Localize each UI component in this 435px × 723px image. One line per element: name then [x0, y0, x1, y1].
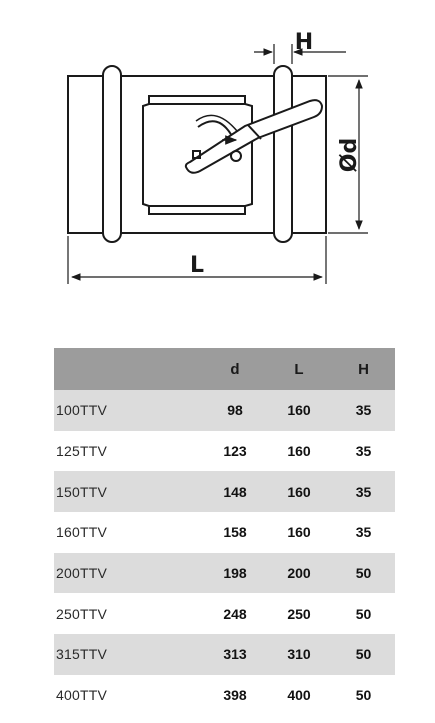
L-cell: 200 — [266, 552, 332, 594]
left-collar — [102, 65, 122, 243]
damper-technical-drawing: H Ød L — [0, 0, 435, 330]
header-H: H — [332, 348, 395, 390]
table-header-row: d L H — [54, 348, 395, 390]
header-L: L — [266, 348, 332, 390]
table-row: 125TTV 123 160 35 — [54, 431, 395, 472]
model-cell: 250TTV — [56, 605, 107, 622]
dimensions-table: d L H 100TTV 98 160 35 125TTV 123 160 35… — [54, 348, 395, 716]
d-cell: 248 — [223, 605, 247, 622]
L-cell: 160 — [266, 390, 332, 431]
H-cell: 50 — [332, 552, 395, 594]
model-cell: 100TTV — [54, 390, 204, 431]
d-cell: 313 — [204, 634, 266, 675]
model-cell: 315TTV — [54, 634, 204, 675]
d-cell: 98 — [204, 390, 266, 431]
actuator-housing — [142, 95, 253, 215]
L-cell: 250 — [287, 605, 311, 622]
header-d: d — [204, 348, 266, 390]
diameter-dimension-label: Ød — [337, 138, 362, 172]
L-cell: 310 — [266, 634, 332, 675]
d-cell: 148 — [204, 471, 266, 513]
H-cell: 50 — [355, 605, 372, 622]
L-cell: 160 — [287, 524, 311, 541]
H-cell: 50 — [332, 634, 395, 675]
table-row: 400TTV 398 400 50 — [54, 675, 395, 716]
header-model — [54, 348, 204, 390]
d-cell: 398 — [223, 687, 247, 704]
d-cell: 158 — [223, 524, 247, 541]
lever-arc — [197, 120, 233, 137]
L-cell: 400 — [287, 687, 311, 704]
handle-lever — [184, 99, 324, 174]
model-cell: 400TTV — [56, 687, 107, 704]
table-row: 250TTV 248 250 50 — [54, 593, 395, 634]
H-cell: 35 — [332, 390, 395, 431]
H-cell: 35 — [355, 443, 372, 460]
table-row: 150TTV 148 160 35 — [54, 471, 395, 513]
model-cell: 125TTV — [56, 443, 107, 460]
damper-drawing-svg: H Ød L — [67, 30, 368, 284]
table-row: 100TTV 98 160 35 — [54, 390, 395, 431]
H-cell: 50 — [355, 687, 372, 704]
L-cell: 160 — [287, 443, 311, 460]
table-row: 200TTV 198 200 50 — [54, 552, 395, 594]
H-cell: 35 — [332, 471, 395, 513]
h-dimension-label: H — [295, 30, 313, 55]
right-collar — [273, 65, 293, 243]
model-cell: 160TTV — [56, 524, 107, 541]
model-cell: 150TTV — [54, 471, 204, 513]
d-cell: 198 — [204, 552, 266, 594]
H-cell: 35 — [355, 524, 372, 541]
model-cell: 200TTV — [54, 552, 204, 594]
d-cell: 123 — [223, 443, 247, 460]
table-row: 160TTV 158 160 35 — [54, 512, 395, 553]
L-cell: 160 — [266, 471, 332, 513]
length-dimension-label: L — [190, 253, 204, 278]
table-row: 315TTV 313 310 50 — [54, 634, 395, 675]
